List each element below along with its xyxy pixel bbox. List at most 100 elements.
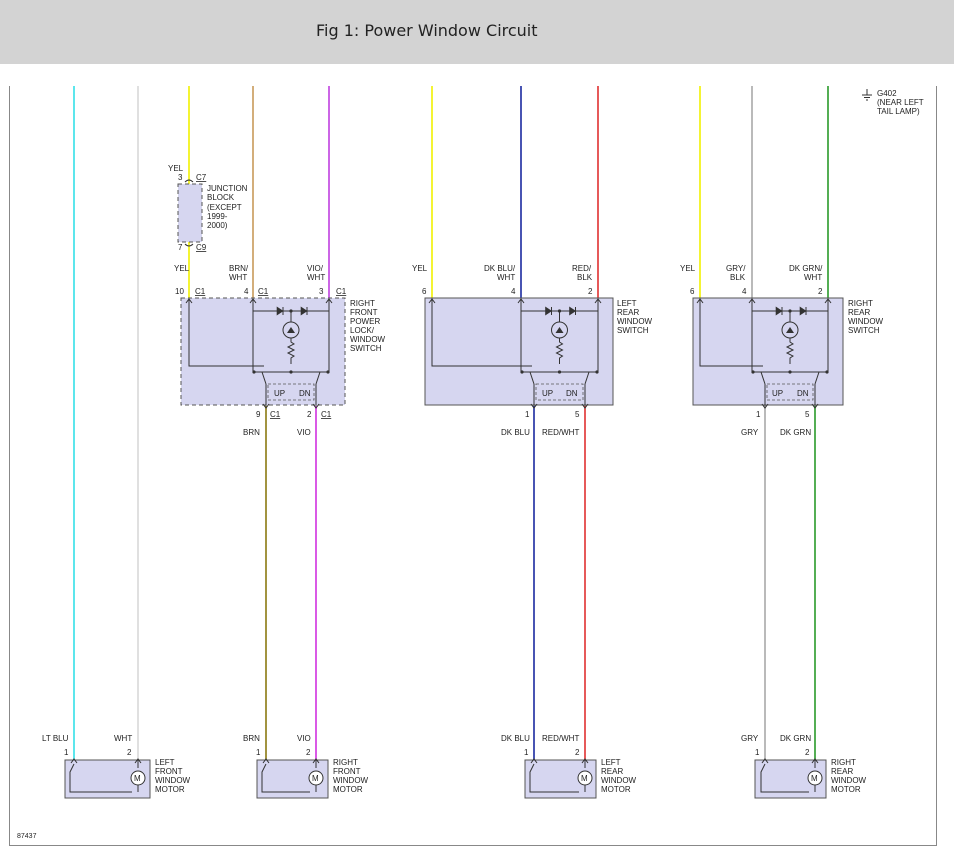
output-pin: 1 — [525, 410, 530, 419]
input-pin: 2 — [818, 287, 823, 296]
motor-name-line: LEFT — [155, 758, 175, 767]
switch-name-line: SWITCH — [617, 326, 649, 335]
junction-dot — [788, 370, 792, 374]
input-pin: 4 — [511, 287, 516, 296]
switch-name-line: REAR — [617, 308, 639, 317]
jb-terminal-arcs — [184, 179, 194, 247]
input-connector: C1 — [336, 287, 347, 296]
switch-blade — [529, 371, 535, 385]
diagram-frame — [9, 86, 937, 846]
output-pin: 5 — [575, 410, 580, 419]
diode-icon — [799, 306, 807, 316]
switch-name-line: SWITCH — [848, 326, 880, 335]
switch-linkage — [535, 383, 584, 401]
motor-pin: 1 — [256, 748, 261, 757]
motor-wire-label: VIO — [297, 734, 311, 743]
switch-name-line: REAR — [848, 308, 870, 317]
motor-wire-label: DK GRN — [780, 734, 811, 743]
left-rear-window-motor: DK BLU RED/WHT 1 2 LEFT REAR WINDOW MOTO… — [501, 734, 637, 799]
jb-label-line4: 1999- — [207, 212, 228, 221]
junction-dot — [595, 370, 599, 374]
switch-blade — [315, 371, 321, 385]
up-label: UP — [542, 389, 553, 398]
switch-box — [424, 297, 614, 406]
terminal-arrow-icon — [530, 403, 538, 409]
output-pin: 5 — [805, 410, 810, 419]
junction-dot — [825, 370, 829, 374]
motor-name-line: FRONT — [155, 767, 183, 776]
jb-label-line2: BLOCK — [207, 193, 235, 202]
input-wire-label: WHT — [497, 273, 515, 282]
diode-icon — [775, 306, 783, 316]
lamp-diode-icon — [287, 327, 295, 333]
terminal-arrow-icon — [811, 403, 819, 409]
input-connector: C1 — [195, 287, 206, 296]
right-rear-window-motor: GRY DK GRN 1 2 RIGHT REAR WINDOW MOTOR M — [741, 734, 867, 799]
jb-label-line3: (EXCEPT — [207, 203, 242, 212]
ground-location-line1: (NEAR LEFT — [877, 98, 924, 107]
motor-internal-line — [529, 763, 579, 793]
junction-block-box — [177, 183, 203, 243]
input-wire-label: YEL — [174, 264, 190, 273]
motor-pin: 2 — [805, 748, 810, 757]
input-wire-label: WHT — [804, 273, 822, 282]
switch-blade — [814, 371, 820, 385]
input-wire-label: BRN/ — [229, 264, 249, 273]
figure-title: Fig 1: Power Window Circuit — [316, 21, 538, 40]
motor-pin: 1 — [64, 748, 69, 757]
switch-name-line: LOCK/ — [350, 326, 375, 335]
motor-symbol: M — [581, 774, 588, 783]
junction-dot — [557, 309, 562, 313]
input-wire-label: WHT — [307, 273, 325, 282]
switch-blade — [760, 371, 766, 385]
junction-dot — [751, 370, 755, 374]
terminal-arrow-icon — [517, 298, 525, 304]
input-pin: 10 — [175, 287, 184, 296]
ground-id: G402 — [877, 89, 897, 98]
diode-icon — [276, 306, 284, 316]
input-wire-label: BLK — [730, 273, 746, 282]
motor-name-line: REAR — [601, 767, 623, 776]
output-wire-label: DK BLU — [501, 428, 530, 437]
motor-name-line: WINDOW — [155, 776, 191, 785]
terminal-arrow-icon — [530, 758, 538, 764]
motor-name-line: WINDOW — [831, 776, 867, 785]
junction-dot — [520, 370, 524, 374]
input-pin: 2 — [588, 287, 593, 296]
motor-wire-label: WHT — [114, 734, 132, 743]
output-pin: 9 — [256, 410, 261, 419]
switch-name-line: WINDOW — [848, 317, 884, 326]
junction-dot — [289, 370, 293, 374]
switch-name-line: WINDOW — [617, 317, 653, 326]
input-wire-label: GRY/ — [726, 264, 746, 273]
lamp-diode-icon — [555, 327, 564, 333]
input-pin: 4 — [244, 287, 249, 296]
motor-pin: 2 — [306, 748, 311, 757]
terminal-arrow-icon — [696, 298, 704, 304]
terminal-arrow-icon — [581, 403, 589, 409]
junction-dot — [788, 309, 792, 313]
motor-name-line: WINDOW — [333, 776, 369, 785]
terminal-arrow-icon — [594, 298, 602, 304]
terminal-arrow-icon — [312, 403, 320, 409]
motor-pin: 1 — [524, 748, 529, 757]
input-wire-label: RED/ — [572, 264, 592, 273]
input-wire-label: WHT — [229, 273, 247, 282]
motor-symbol: M — [134, 774, 141, 783]
junction-dot — [289, 309, 293, 313]
dn-label: DN — [566, 389, 578, 398]
motor-wire-label: RED/WHT — [542, 734, 579, 743]
terminal-arrow-icon — [748, 298, 756, 304]
motor-name-line: RIGHT — [333, 758, 358, 767]
right-front-power-lock-window-switch: YEL BRN/ WHT VIO/ WHT 10 C1 4 C1 3 C1 9 … — [174, 264, 386, 437]
up-label: UP — [274, 389, 285, 398]
input-wire-label: YEL — [680, 264, 696, 273]
motor-wire-label: DK BLU — [501, 734, 530, 743]
ground-icon — [862, 89, 872, 101]
resistor-icon — [785, 338, 795, 364]
input-pin: 4 — [742, 287, 747, 296]
terminal-arrow-icon — [824, 298, 832, 304]
input-pin: 6 — [422, 287, 427, 296]
output-pin: 2 — [307, 410, 312, 419]
up-label: UP — [772, 389, 783, 398]
